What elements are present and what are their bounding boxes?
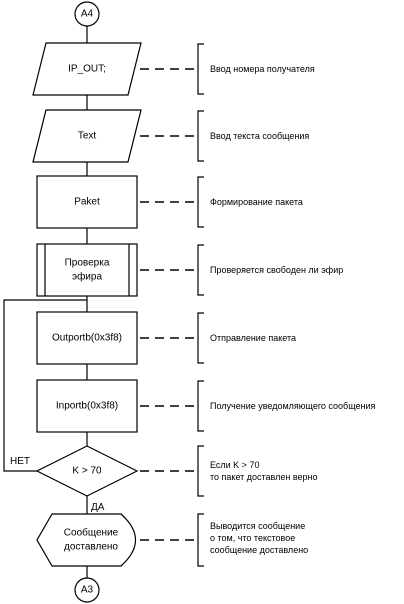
decision-block: K > 70 xyxy=(35,445,139,497)
process-inportb-label: Inportb(0x3f8) xyxy=(56,401,118,412)
comment-process-paket: Формирование пакета xyxy=(210,197,303,207)
comment-input-ip: Ввод номера получателя xyxy=(210,64,315,74)
comment-subprocess: Проверяется свободен ли эфир xyxy=(210,265,343,275)
input-text-block: Text xyxy=(32,109,142,163)
subprocess-check-air-block: Проверка эфира xyxy=(36,243,138,297)
input-ip-out-block: IP_OUT; xyxy=(32,42,142,96)
connector-a3-label: A3 xyxy=(81,585,94,596)
display-label-line1: Сообщение xyxy=(64,527,119,539)
display-label-line2: доставлено xyxy=(64,542,118,553)
decision-label: K > 70 xyxy=(72,466,102,477)
loop-back-line xyxy=(3,299,87,472)
comment-display-line1: Выводится сообщение xyxy=(210,521,305,531)
comment-leaders xyxy=(140,68,196,541)
process-outportb-label: Outportb(0x3f8) xyxy=(52,333,122,344)
comment-decision-line2: то пакет доставлен верно xyxy=(210,472,318,482)
flow-lines xyxy=(3,26,88,578)
comment-outportb: Отправление пакета xyxy=(210,333,296,343)
input-text-label: Text xyxy=(78,131,97,142)
comments: Ввод номера получателя Ввод текста сообщ… xyxy=(210,64,376,555)
comment-display-line3: сообщение доставлено xyxy=(210,545,308,555)
comment-brackets xyxy=(197,43,204,567)
comment-decision-line1: Если K > 70 xyxy=(210,460,259,470)
process-paket-block: Paket xyxy=(36,175,138,229)
process-paket-label: Paket xyxy=(74,197,100,208)
process-inportb-block: Inportb(0x3f8) xyxy=(36,379,138,433)
connector-a3: A3 xyxy=(74,577,100,603)
comment-display-line2: о том, что текстовое xyxy=(210,533,295,543)
comment-input-text: Ввод текста сообщения xyxy=(210,131,309,141)
branch-no-label: НЕТ xyxy=(10,456,30,467)
input-ip-out-label: IP_OUT; xyxy=(68,64,106,75)
display-message-block: Сообщение доставлено xyxy=(36,513,136,567)
subprocess-label-line2: эфира xyxy=(72,271,102,283)
connector-a4-label: A4 xyxy=(81,9,94,20)
branch-yes-label: ДА xyxy=(91,502,105,513)
subprocess-label-line1: Проверка xyxy=(65,258,110,269)
connector-a4: A4 xyxy=(74,1,100,27)
process-outportb-block: Outportb(0x3f8) xyxy=(36,311,138,365)
comment-inportb: Получение уведомляющего сообщения xyxy=(210,401,376,411)
